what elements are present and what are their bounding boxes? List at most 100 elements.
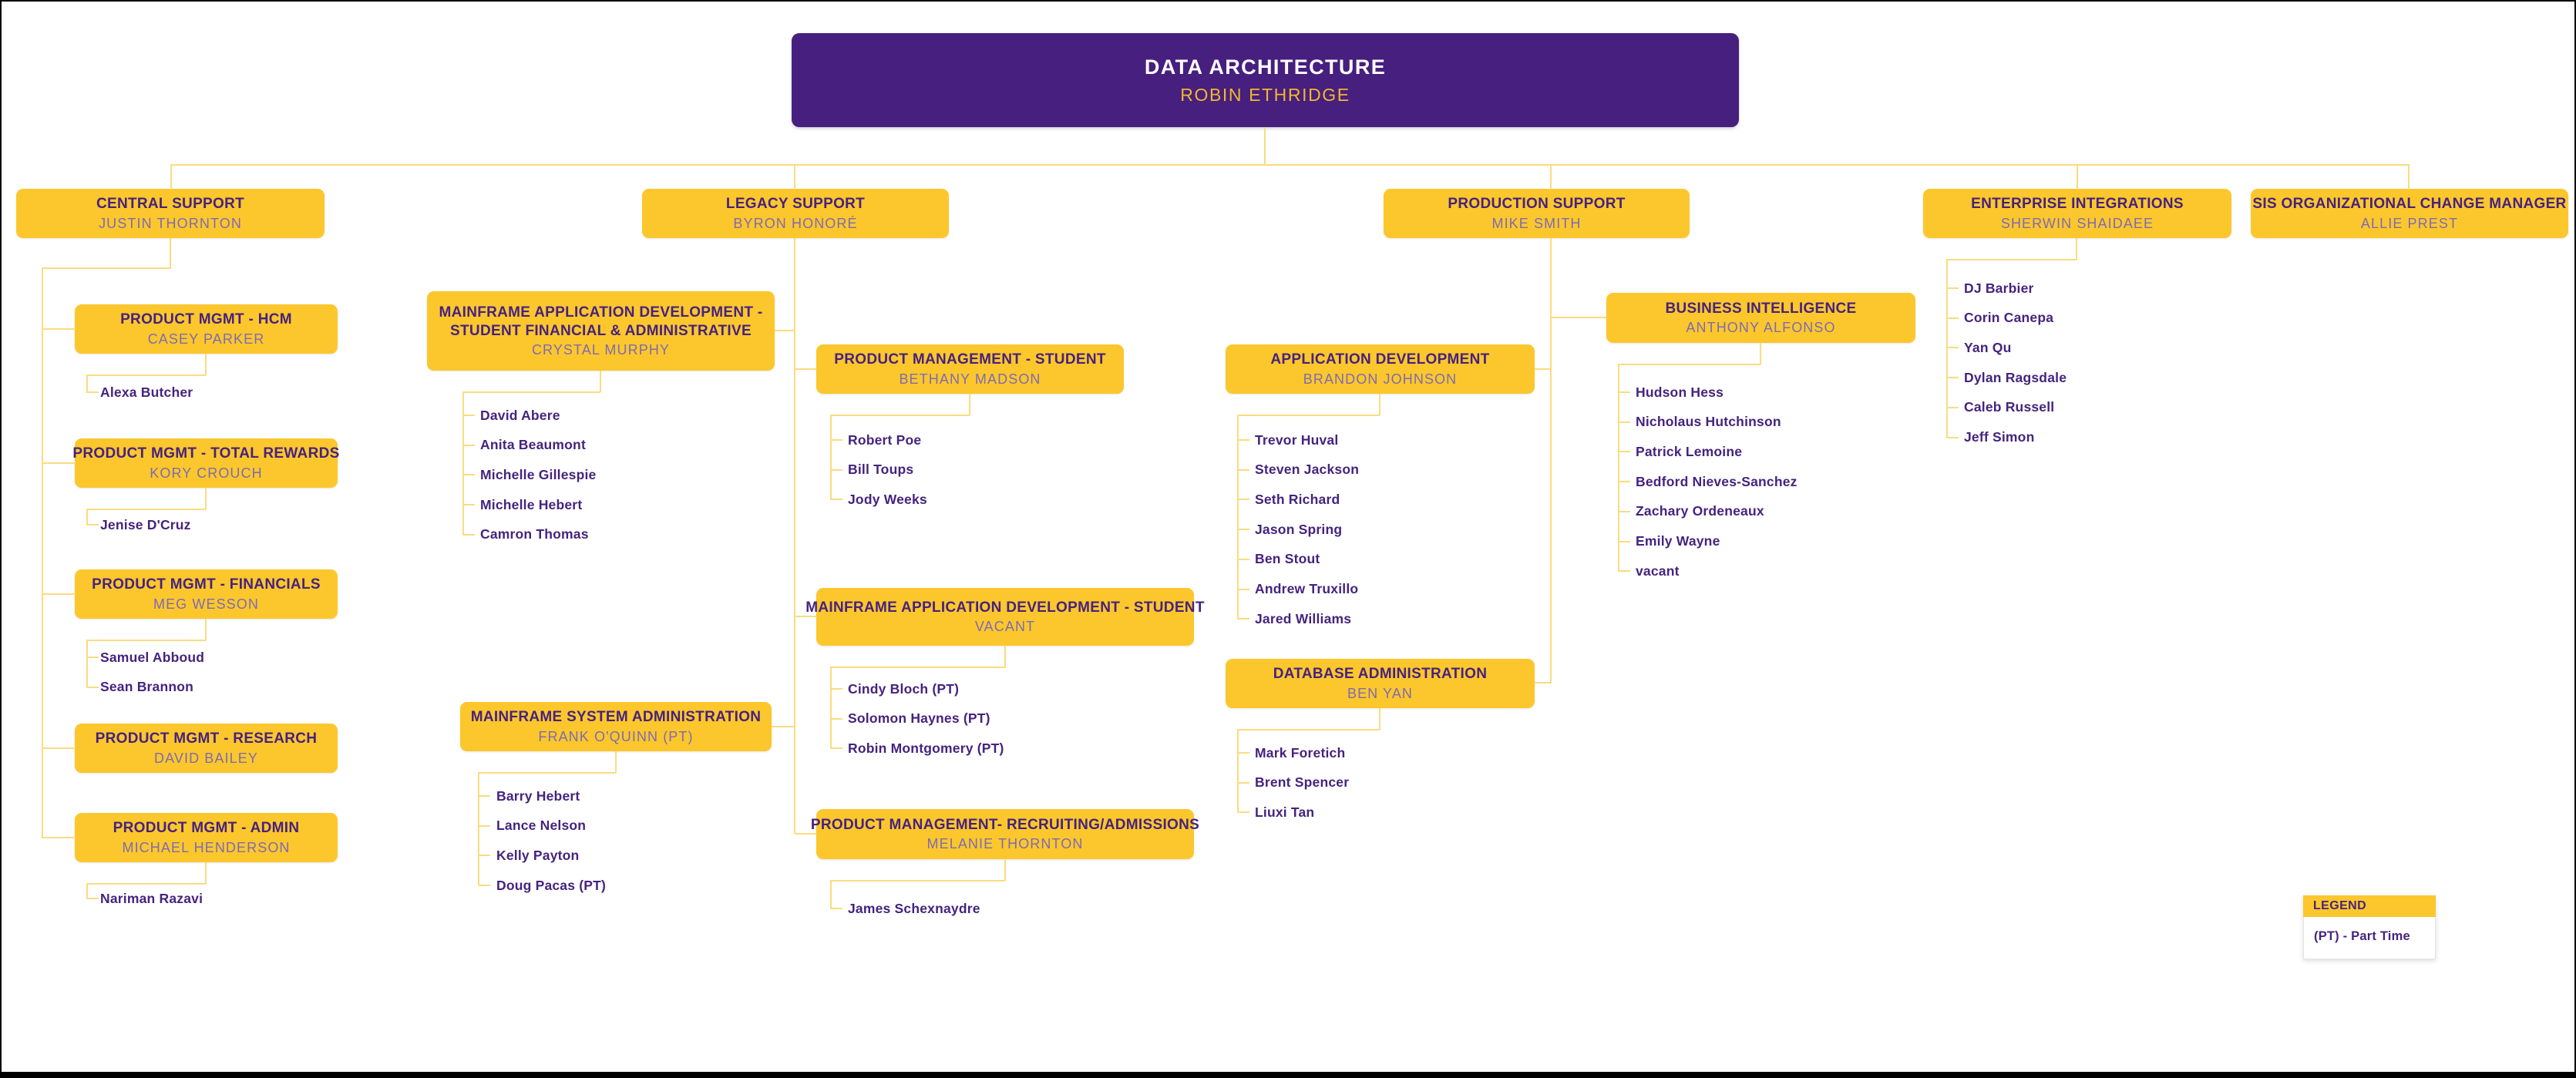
box-name: MELANIE THORNTON — [926, 836, 1084, 852]
connector-line — [1618, 364, 1619, 573]
connector-line — [1618, 510, 1630, 512]
member-name: Ben Stout — [1255, 551, 1320, 567]
connector-line — [830, 880, 832, 909]
connector-line — [1237, 618, 1249, 620]
connector-line — [1237, 781, 1249, 784]
box-title: DATABASE ADMINISTRATION — [1273, 666, 1488, 683]
connector-line — [42, 462, 76, 464]
box-title: MAINFRAME SYSTEM ADMINISTRATION — [470, 709, 762, 726]
member-name: Lance Nelson — [496, 818, 587, 834]
member-name: Mark Foretich — [1255, 744, 1346, 761]
connector-line — [969, 394, 970, 415]
connector-line — [1946, 287, 1959, 289]
member-name: Robert Poe — [848, 432, 922, 448]
box-title: APPLICATION DEVELOPMENT — [1270, 351, 1490, 368]
member-name: Caleb Russell — [1964, 399, 2055, 415]
connector-line — [462, 415, 475, 416]
connector-line — [462, 504, 475, 506]
member-name: Camron Thomas — [480, 526, 589, 542]
connector-line — [478, 795, 490, 797]
connector-line — [205, 354, 207, 375]
node-production-support: PRODUCTION SUPPORT MIKE SMITH — [1384, 189, 1690, 238]
connector-line — [1004, 646, 1006, 667]
root-title: DATA ARCHITECTURE — [1144, 55, 1387, 79]
member-name: Patrick Lemoine — [1636, 443, 1743, 459]
connector-line — [86, 686, 99, 688]
box-title: CENTRAL SUPPORT — [96, 196, 245, 213]
connector-line — [205, 862, 207, 884]
connector-line — [2076, 238, 2077, 260]
member-name: Corin Canepa — [1964, 310, 2054, 326]
member-name: Dylan Ragsdale — [1964, 369, 2067, 385]
connector-line — [1237, 729, 1380, 730]
connector-line — [2077, 164, 2078, 190]
box-name: JUSTIN THORNTON — [99, 215, 242, 231]
box-title: PRODUCT MGMT - HCM — [120, 311, 292, 328]
box-title: PRODUCT MGMT - RESEARCH — [95, 730, 318, 747]
connector-line — [86, 509, 206, 510]
connector-line — [42, 747, 76, 749]
node-legacy-support: LEGACY SUPPORT BYRON HONORÉ — [642, 189, 949, 238]
connector-line — [1237, 499, 1249, 501]
connector-line — [1237, 415, 1239, 620]
box-name: BETHANY MADSON — [899, 371, 1041, 387]
connector-line — [830, 717, 842, 720]
box-name: DAVID BAILEY — [154, 750, 258, 766]
connector-line — [615, 751, 617, 773]
member-name: Cindy Bloch (PT) — [848, 680, 960, 697]
connector-line — [86, 883, 206, 885]
connector-line — [795, 616, 816, 617]
frame-right — [2574, 0, 2576, 1078]
connector-line — [1946, 259, 2077, 260]
member-name: Alexa Butcher — [100, 384, 193, 400]
connector-line — [1618, 421, 1630, 423]
connector-line — [1618, 481, 1630, 483]
connector-line — [86, 898, 99, 899]
connector-line — [2408, 164, 2410, 190]
member-name: Zachary Ordeneaux — [1636, 503, 1764, 519]
box-title: MAINFRAME APPLICATION DEVELOPMENT - STUD… — [439, 304, 763, 339]
node-business-intelligence: BUSINESS INTELLIGENCE ANTHONY ALFONSO — [1606, 293, 1915, 343]
box-name: ALLIE PREST — [2360, 215, 2459, 231]
connector-line — [86, 657, 99, 658]
member-name: David Abere — [480, 407, 560, 423]
connector-line — [1946, 377, 1959, 379]
member-name: Emily Wayne — [1636, 532, 1720, 549]
member-name: Sean Brannon — [100, 679, 194, 695]
box-name: KORY CROUCH — [150, 465, 263, 481]
connector-line — [42, 267, 171, 269]
member-name: Steven Jackson — [1255, 462, 1360, 478]
connector-line — [775, 330, 795, 331]
member-name: Seth Richard — [1255, 491, 1340, 507]
connector-line — [1535, 682, 1551, 683]
connector-line — [86, 883, 88, 899]
member-name: Hudson Hess — [1636, 384, 1724, 400]
connector-line — [1550, 164, 1552, 190]
connector-line — [1550, 238, 1552, 683]
connector-line — [1618, 540, 1630, 542]
connector-line — [1004, 859, 1006, 881]
node-mainframe-system-administration: MAINFRAME SYSTEM ADMINISTRATION FRANK O'… — [460, 702, 772, 751]
connector-line — [462, 391, 464, 536]
box-name: SHERWIN SHAIDAEE — [2000, 215, 2154, 231]
connector-line — [830, 880, 1005, 882]
member-list-pm-total-rewards: Jenise D'Cruz — [100, 510, 355, 540]
box-name: CRYSTAL MURPHY — [531, 342, 671, 358]
connector-line — [205, 619, 207, 640]
box-title: BUSINESS INTELLIGENCE — [1665, 300, 1857, 317]
connector-line — [1618, 451, 1630, 453]
member-name: Nicholaus Hutchinson — [1636, 414, 1781, 430]
connector-line — [830, 439, 842, 441]
box-title: MAINFRAME APPLICATION DEVELOPMENT - STUD… — [805, 599, 1205, 616]
connector-line — [42, 837, 76, 838]
member-name: James Schexnaydre — [848, 900, 980, 916]
connector-line — [1946, 406, 1959, 408]
member-name: Solomon Haynes (PT) — [848, 710, 990, 727]
connector-line — [1237, 529, 1249, 531]
connector-line — [1379, 394, 1380, 415]
box-title: PRODUCT MGMT - TOTAL REWARDS — [72, 445, 340, 462]
frame-left — [0, 0, 2, 1078]
